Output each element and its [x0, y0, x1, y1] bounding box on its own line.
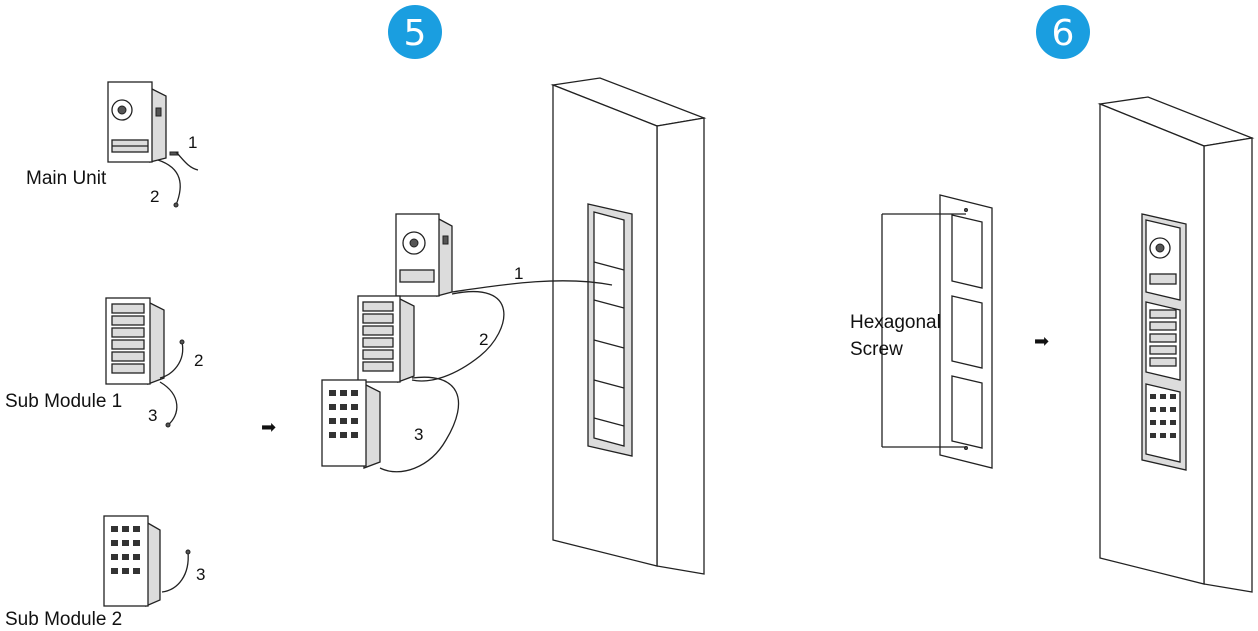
step-5-back-box — [587, 203, 633, 457]
step-5-cable-2-label: 2 — [479, 330, 488, 349]
sub-module-2-label: Sub Module 2 — [5, 609, 122, 630]
hexagonal-screw-label-line-1: Hexagonal — [850, 312, 941, 333]
arrow-right-icon: ➡ — [261, 417, 276, 437]
arrow-right-icon: ➡ — [1034, 331, 1049, 351]
main-unit-illustration — [107, 81, 199, 208]
step-6-number: 6 — [1052, 13, 1075, 54]
step-5-sub-module-2 — [321, 379, 381, 469]
sub-module-2-cable-3-label: 3 — [196, 565, 205, 584]
main-unit-cable-1-label: 1 — [188, 133, 197, 152]
hexagonal-screw-callout — [881, 213, 966, 448]
step-5-cables — [379, 280, 613, 473]
sub-module-1-cable-2-label: 2 — [194, 351, 203, 370]
sub-module-1-label: Sub Module 1 — [5, 391, 122, 412]
step-5-cable-3-label: 3 — [414, 425, 423, 444]
front-cover-plate — [939, 194, 993, 469]
step-5-cable-1-label: 1 — [514, 264, 523, 283]
step-6-badge: 6 — [1036, 5, 1090, 59]
main-unit-label: Main Unit — [26, 168, 107, 189]
step-5-sub-module-1 — [357, 295, 415, 383]
sub-module-2-illustration — [103, 515, 191, 607]
step-5-number: 5 — [404, 13, 427, 54]
step-5-main-unit — [395, 213, 453, 297]
hexagonal-screw-label-line-2: Screw — [850, 339, 903, 360]
step-6-installed-panel — [1141, 213, 1187, 471]
sub-module-1-illustration — [105, 297, 185, 428]
sub-module-1-cable-3-label: 3 — [148, 406, 157, 425]
main-unit-cable-2-label: 2 — [150, 187, 159, 206]
step-5-badge: 5 — [388, 5, 442, 59]
